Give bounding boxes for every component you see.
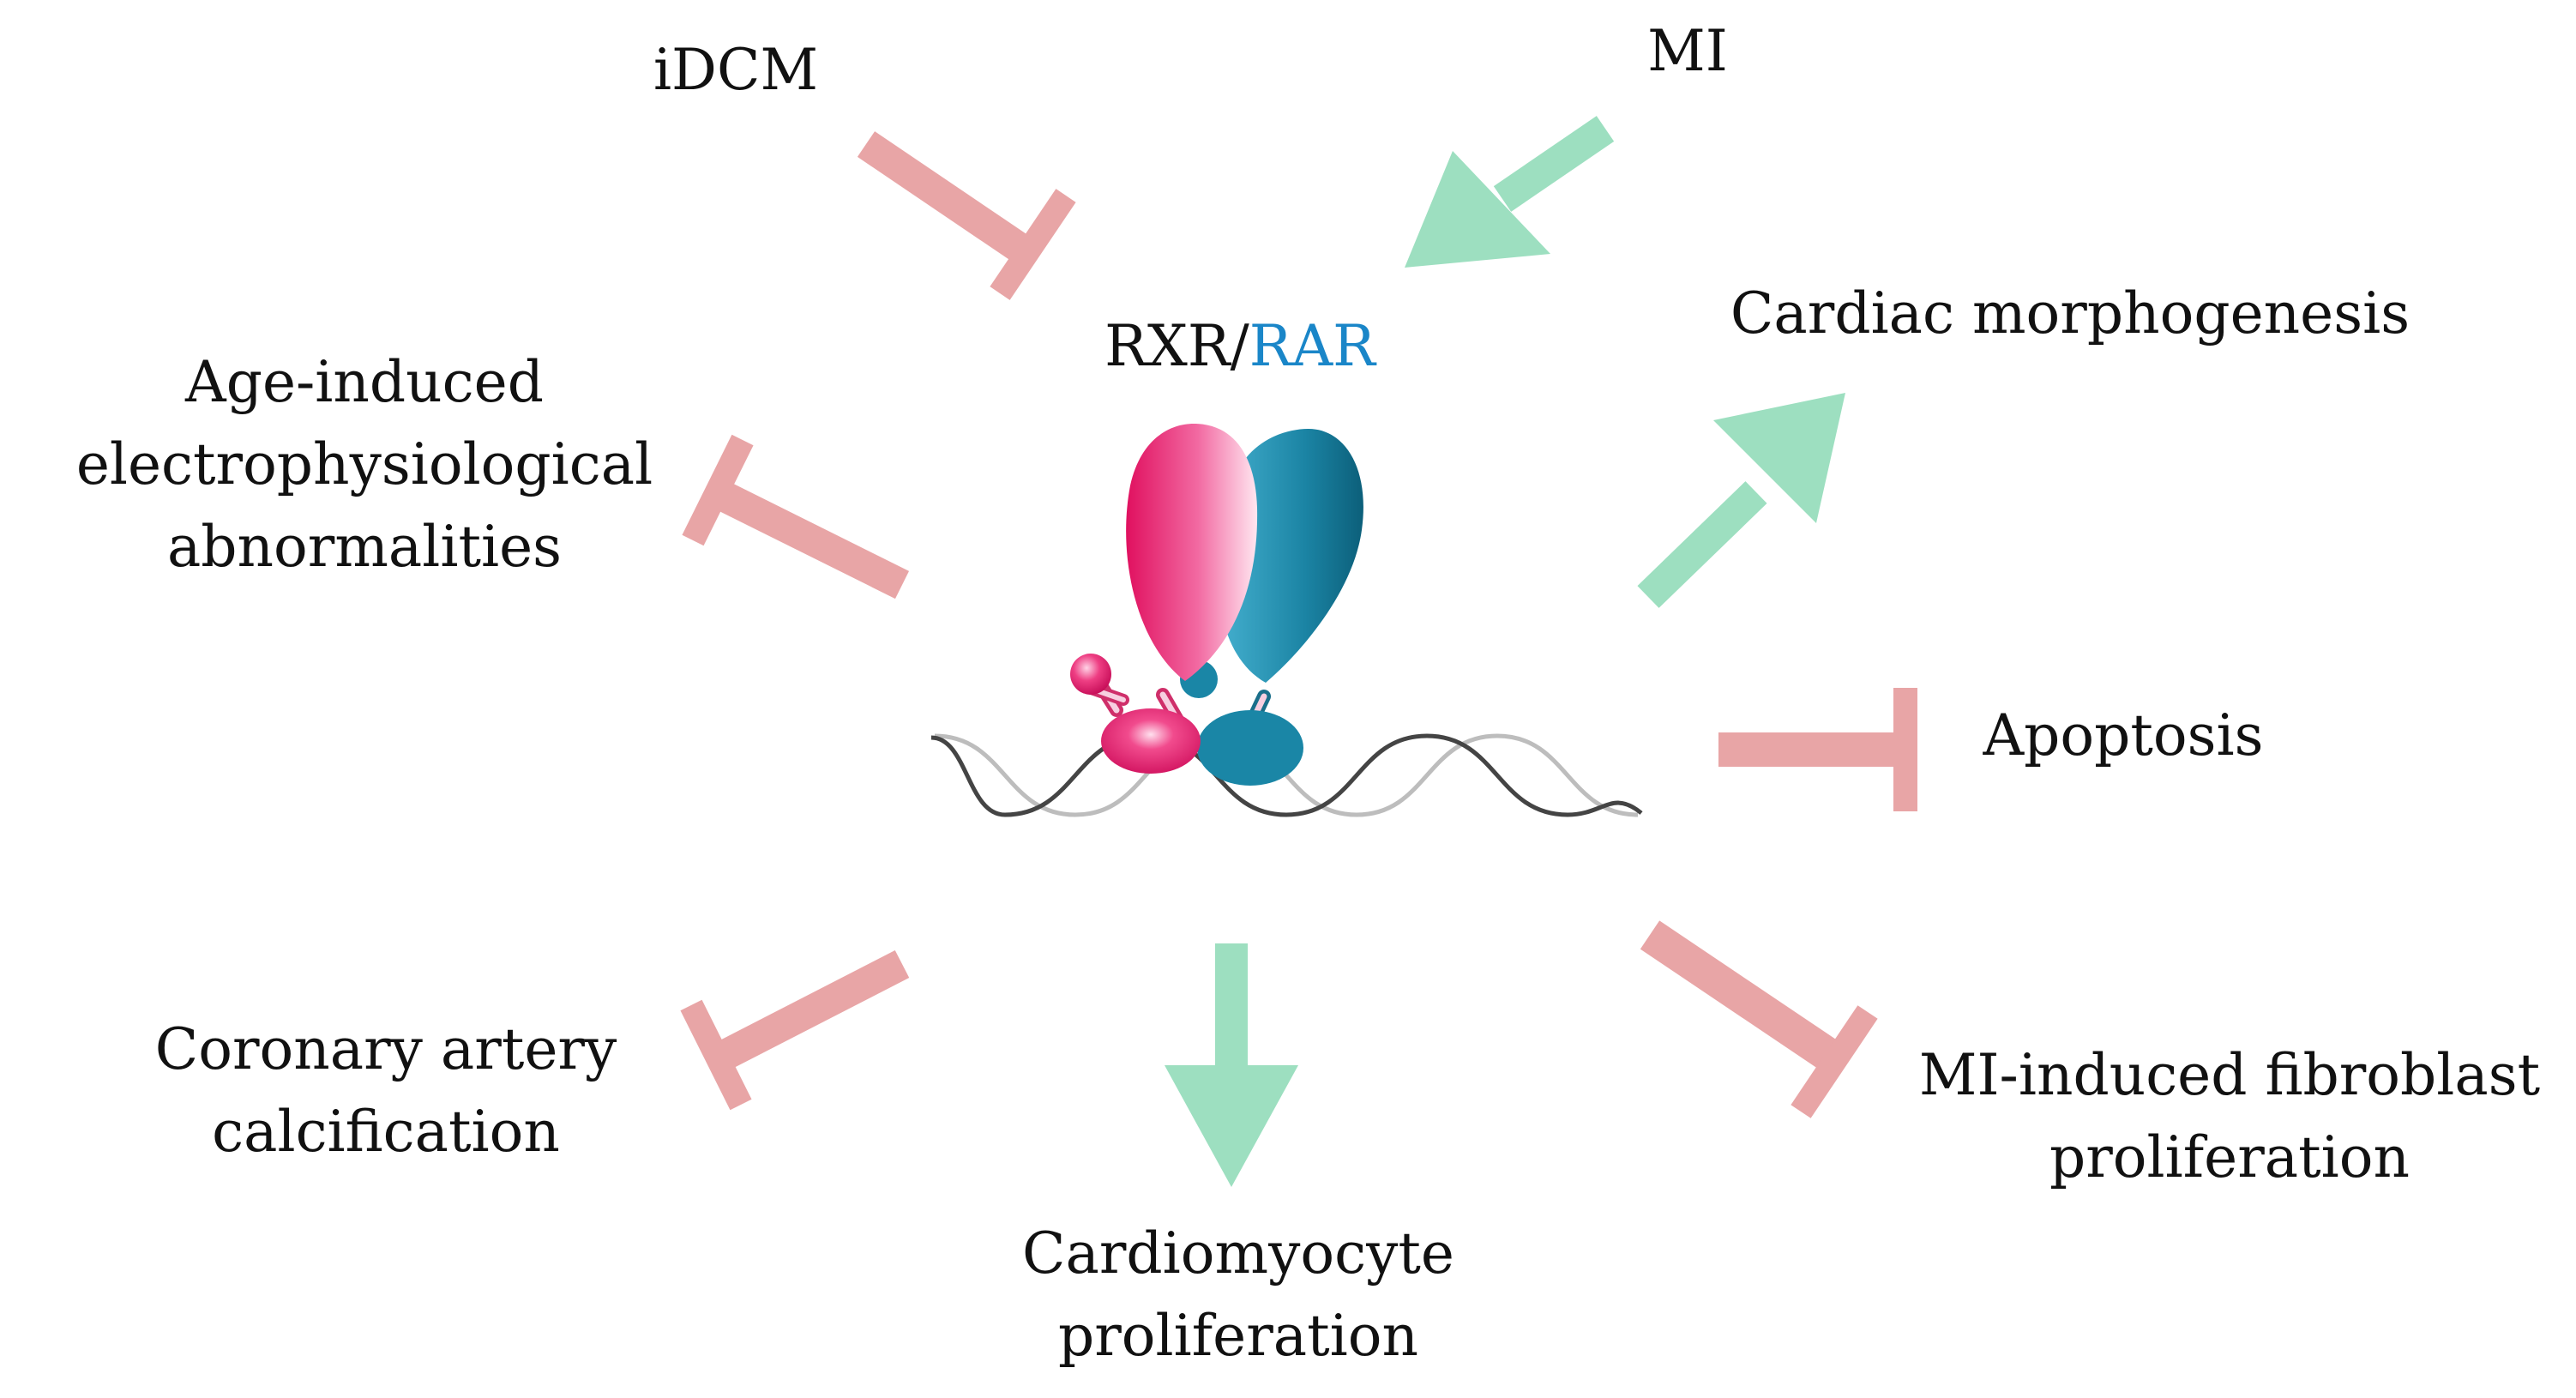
- label-mi-fibroblast-line2: proliferation: [2049, 1124, 2410, 1190]
- rxr-dna-binding-domain: [1101, 708, 1201, 774]
- label-coronary-line2: calcification: [212, 1099, 560, 1165]
- label-mi-text: MI: [1647, 18, 1728, 84]
- rxr-rar-heterodimer: [1070, 424, 1363, 786]
- inhibit-arrow-age-induced: [682, 434, 910, 600]
- inhibit-arrow-mi-fibroblast: [1640, 920, 1878, 1118]
- activate-arrow-mi: [1405, 116, 1615, 268]
- label-age-induced-line3: abnormalities: [166, 514, 563, 580]
- rxr-ligand-ball: [1070, 654, 1111, 695]
- label-cardiomyocyte-line1: Cardiomyocyte: [1022, 1220, 1454, 1287]
- activate-arrow-cardiac-morphogenesis: [1637, 393, 1845, 608]
- label-rxr-rar: RXR/RAR: [1104, 305, 1375, 388]
- label-cardiomyocyte: Cardiomyocyte proliferation: [1022, 1213, 1454, 1377]
- label-cardiomyocyte-line2: proliferation: [1057, 1303, 1418, 1369]
- label-mi: MI: [1647, 10, 1728, 93]
- label-rxr: RXR/: [1104, 313, 1249, 379]
- activate-arrow-cardiomyocyte: [1165, 943, 1298, 1187]
- inhibit-arrow-idcm: [857, 131, 1076, 300]
- inhibit-arrow-coronary: [680, 949, 910, 1111]
- label-coronary-line1: Coronary artery: [154, 1016, 617, 1082]
- label-age-induced-line2: electrophysiological: [75, 431, 653, 497]
- label-mi-fibroblast: MI-induced fibroblast proliferation: [1919, 1034, 2540, 1199]
- label-rar: RAR: [1249, 313, 1375, 379]
- label-idcm-text: iDCM: [653, 37, 819, 103]
- label-apoptosis: Apoptosis: [1983, 695, 2263, 777]
- label-age-induced-line1: Age-induced: [185, 349, 544, 415]
- label-coronary: Coronary artery calcification: [155, 1009, 617, 1173]
- inhibit-arrow-apoptosis: [1718, 688, 1917, 811]
- label-idcm: iDCM: [653, 29, 818, 111]
- label-cardiac-morphogenesis: Cardiac morphogenesis: [1730, 273, 2410, 355]
- label-age-induced: Age-induced electrophysiological abnorma…: [76, 341, 653, 588]
- dna-strand-dark: [930, 733, 1643, 817]
- label-apoptosis-text: Apoptosis: [1983, 702, 2264, 768]
- label-cardiac-morphogenesis-text: Cardiac morphogenesis: [1730, 280, 2410, 346]
- rxr-ligand-binding-domain: [1126, 424, 1258, 681]
- rar-dna-binding-domain: [1197, 710, 1303, 786]
- label-mi-fibroblast-line1: MI-induced fibroblast: [1918, 1042, 2541, 1108]
